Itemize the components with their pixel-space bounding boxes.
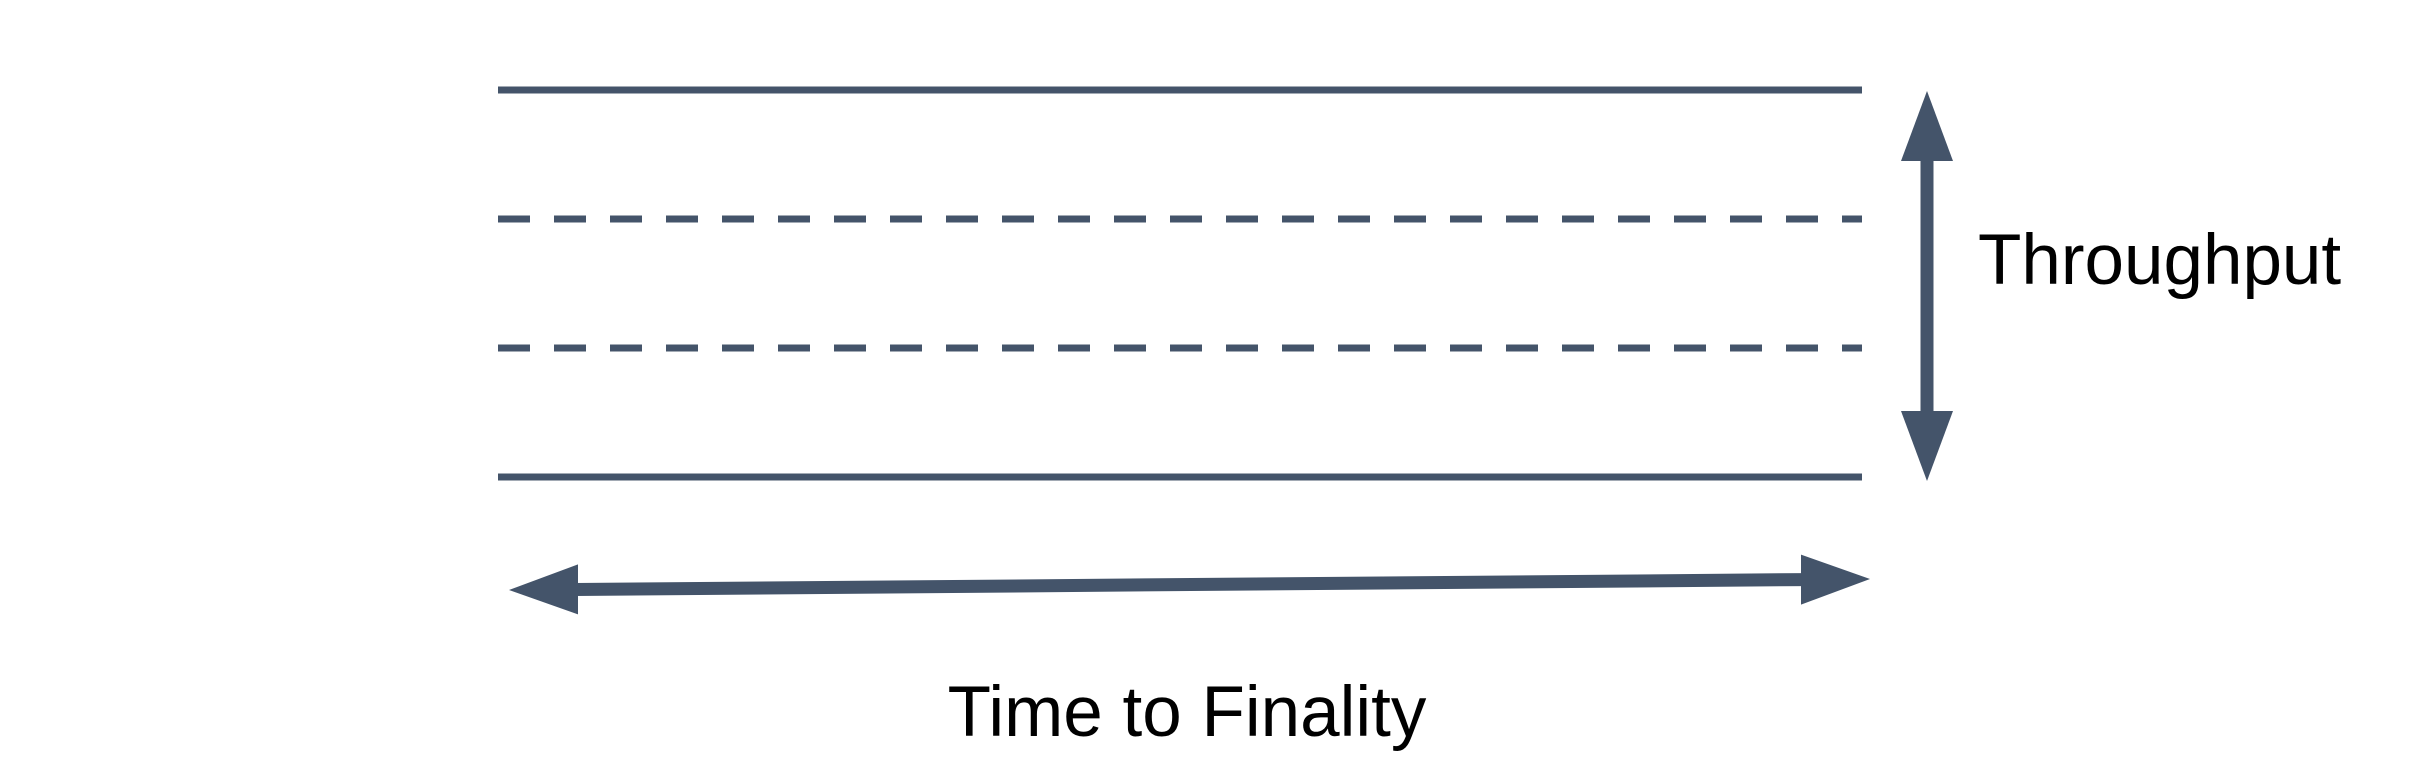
arrowhead-left-icon (509, 564, 578, 615)
arrowhead-up-icon (1901, 91, 1953, 161)
time-to-finality-arrow-shaft (574, 573, 1805, 596)
double-arrow-horizontal-icon (509, 554, 1870, 615)
double-arrow-vertical-icon (1901, 91, 1953, 481)
band (498, 86, 1862, 481)
arrowhead-right-icon (1801, 554, 1870, 605)
arrowhead-down-icon (1901, 411, 1953, 481)
throughput-label: Throughput (1978, 221, 2342, 300)
time-to-finality-label: Time to Finality (947, 673, 1427, 752)
